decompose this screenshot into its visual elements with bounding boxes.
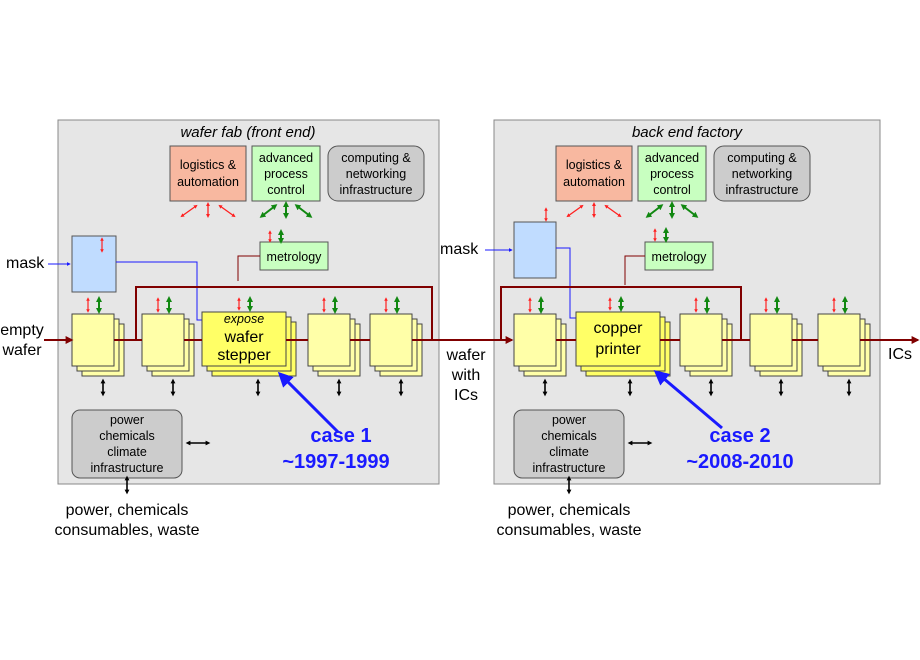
case-2-years: ~2008-2010 [686,451,793,473]
right-machine-stack-4 [749,313,803,377]
left-computing-label-1: computing & [341,151,411,165]
case-1-label: case 1 [310,425,371,447]
case-1-pointer-arrow-icon [277,371,340,434]
left-utilities-label-4: infrastructure [91,461,164,475]
left-apc-label-3: control [267,183,305,197]
right-printer-label-1: copper [594,320,644,337]
right-apc-box [637,145,707,202]
left-utilities-label-1: power [110,413,144,427]
right-apc-label-2: process [650,167,694,181]
input-label-1: empty [0,322,44,339]
right-computing-label-2: networking [732,167,792,181]
left-mask-box [71,235,117,293]
left-logistics-label-2: automation [177,175,239,189]
left-machine-stack-1 [71,313,125,377]
right-metrology-link [624,255,645,285]
left-logistics-arrows-icon [180,202,236,218]
right-supplies-label-1: power, chemicals [508,502,631,519]
input-label-2: wafer [1,342,42,359]
right-utilities-label-1: power [552,413,586,427]
left-supplies-label-2: consumables, waste [55,522,200,539]
left-computing-label-3: infrastructure [340,183,413,197]
left-stepper-stack [201,311,297,377]
right-logistics-arrows-icon [566,202,622,218]
left-utilities-label-3: climate [107,445,147,459]
right-computing-label-1: computing & [727,151,797,165]
right-machine-stack-5 [817,313,871,377]
left-machine-top-arrows-icon [86,296,400,314]
left-computing-label-2: networking [346,167,406,181]
right-mask-link [556,247,578,319]
left-apc-arrows-icon [259,201,313,219]
left-utilities-label-2: chemicals [99,429,155,443]
right-utilities-label-4: infrastructure [533,461,606,475]
right-logistics-label-1: logistics & [566,158,623,172]
left-metrology-label: metrology [267,250,323,264]
output-label: ICs [888,346,912,363]
left-apc-box [251,145,321,202]
case-1-years: ~1997-1999 [282,451,389,473]
right-metrology-label: metrology [652,250,708,264]
right-logistics-box [555,145,633,202]
right-machine-stack-3 [679,313,733,377]
left-factory-title: wafer fab (front end) [180,124,315,141]
right-machine-top-arrows-icon [528,296,848,314]
left-machine-stack-2 [141,313,195,377]
right-mask-box [513,221,557,279]
left-stepper-top-label: expose [224,312,264,326]
intermediate-label-3: ICs [454,387,478,404]
case-2-label: case 2 [709,425,770,447]
left-computing-box [327,145,425,202]
case-2-pointer-arrow-icon [653,370,723,430]
right-factory: back end factory logistics & automation … [493,119,881,485]
right-apc-label-3: control [653,183,691,197]
right-supplies-label-2: consumables, waste [497,522,642,539]
left-machine-bottom-arrows-icon [100,378,404,397]
right-computing-label-3: infrastructure [726,183,799,197]
left-stepper-label-2: stepper [217,347,271,364]
left-rework-loop [135,286,433,340]
left-apc-label-1: advanced [259,151,313,165]
right-machine-bottom-arrows-icon [542,378,852,397]
right-utilities-label-2: chemicals [541,429,597,443]
left-metrology-link [237,255,260,281]
right-printer-label-2: printer [595,341,641,358]
mask-input-left-label: mask [6,255,45,272]
left-stepper-label-1: wafer [223,329,264,346]
left-logistics-box [169,145,247,202]
right-machine-stack-1 [513,313,567,377]
left-supplies-label-1: power, chemicals [66,502,189,519]
left-logistics-label-1: logistics & [180,158,237,172]
left-machine-stack-4 [307,313,361,377]
right-factory-title: back end factory [632,124,744,141]
mask-input-right-label: mask [440,241,479,258]
intermediate-label-1: wafer [445,347,486,364]
right-rework-loop [500,286,742,340]
right-apc-label-1: advanced [645,151,699,165]
intermediate-label-2: with [451,367,480,384]
left-apc-label-2: process [264,167,308,181]
left-machine-stack-5 [369,313,423,377]
right-logistics-label-2: automation [563,175,625,189]
right-computing-box [713,145,811,202]
left-factory: wafer fab (front end) logistics & automa… [57,119,440,485]
right-utilities-label-3: climate [549,445,589,459]
right-apc-arrows-icon [645,201,699,219]
